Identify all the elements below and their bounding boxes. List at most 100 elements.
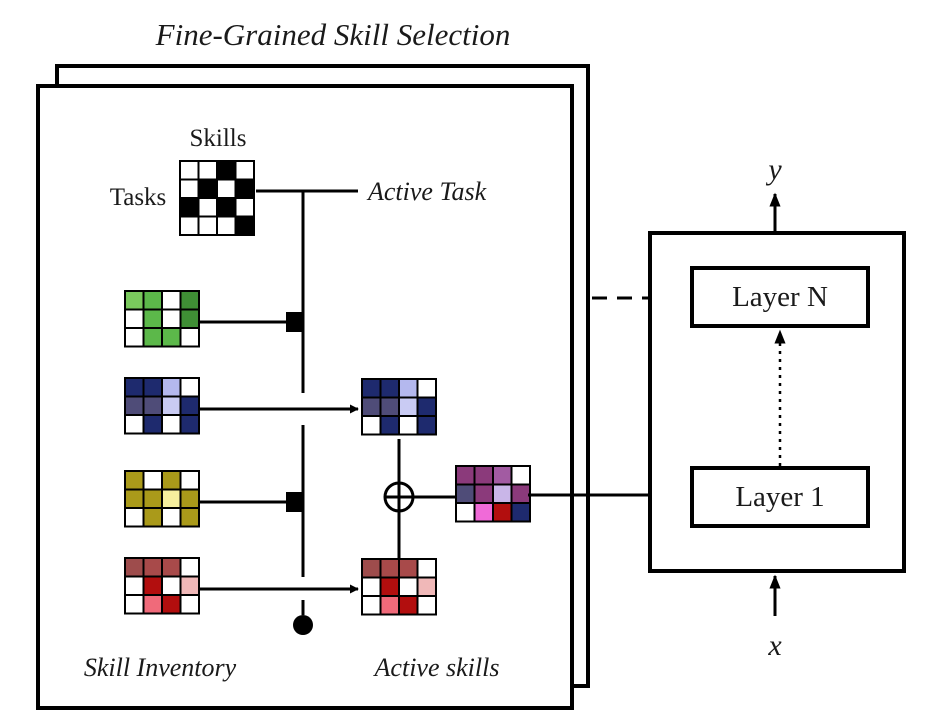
skill-olive-cell: [142, 507, 163, 528]
task-skill-matrix-cell: [216, 178, 237, 199]
active-blue-cell: [416, 378, 437, 399]
selector-end-dot: [293, 615, 313, 635]
active-red-cell: [398, 558, 419, 579]
task-skill-matrix-cell: [234, 215, 255, 236]
skill-green-cell: [161, 308, 182, 329]
combined-cell: [510, 502, 531, 523]
active-red-cell: [379, 576, 400, 597]
back-frame: [55, 64, 590, 688]
skill-olive-cell: [142, 488, 163, 509]
skill-green-cell: [124, 290, 145, 311]
task-skill-matrix-cell: [216, 215, 237, 236]
skill-green-cell: [179, 327, 200, 348]
active-red-cell: [416, 595, 437, 616]
skill-green-cell: [124, 327, 145, 348]
skill-red-cell: [179, 557, 200, 578]
combined-cell: [492, 502, 513, 523]
skill-blue-cell: [142, 395, 163, 416]
active-blue-cell: [416, 396, 437, 417]
task-skill-matrix-cell: [179, 178, 200, 199]
skill-red-cell: [124, 594, 145, 615]
skill-blue-cell: [124, 377, 145, 398]
skill-blue-cell: [124, 395, 145, 416]
skill-olive-cell: [161, 488, 182, 509]
skill-grid-olive: [124, 470, 200, 528]
skill-blue-cell: [179, 414, 200, 435]
skill-blue-cell: [161, 414, 182, 435]
active-task-label: Active Task: [366, 177, 487, 206]
skill-red-cell: [142, 557, 163, 578]
combined-cell: [473, 483, 494, 504]
skill-olive-cell: [161, 470, 182, 491]
task-skill-matrix-cell: [197, 197, 218, 218]
task-skill-matrix-cell: [234, 160, 255, 181]
skill-red-cell: [124, 575, 145, 596]
skill-blue-cell: [179, 395, 200, 416]
skill-green-cell: [161, 290, 182, 311]
layer-n-box: [690, 266, 870, 328]
skills-label: Skills: [190, 125, 247, 152]
combined-cell: [455, 502, 476, 523]
skill-green-cell: [161, 327, 182, 348]
skill-olive-cell: [124, 507, 145, 528]
skill-green-cell: [142, 308, 163, 329]
active-skills-label: Active skills: [373, 653, 500, 682]
active-blue-cell: [416, 415, 437, 436]
combined-skill-grid: [455, 465, 531, 523]
task-skill-matrix-cell: [197, 178, 218, 199]
skill-blue-cell: [124, 414, 145, 435]
skill-grid-blue: [124, 377, 200, 435]
green-skill-gate-closed: [286, 312, 304, 332]
diagram-title: Fine-Grained Skill Selection: [155, 17, 511, 52]
active-skill-grid-blue: [361, 378, 437, 436]
active-red-cell: [379, 595, 400, 616]
skill-selection-frame: [36, 84, 574, 710]
active-red-cell: [361, 595, 382, 616]
active-blue-cell: [361, 396, 382, 417]
task-skill-matrix-cell: [179, 160, 200, 181]
layer-n-label: Layer N: [732, 281, 828, 313]
combined-cell: [492, 483, 513, 504]
skill-olive-cell: [179, 507, 200, 528]
task-skill-matrix-cell: [234, 178, 255, 199]
task-skill-matrix-cell: [179, 197, 200, 218]
output-y-label: y: [765, 153, 782, 186]
skill-olive-cell: [179, 488, 200, 509]
skill-blue-cell: [142, 377, 163, 398]
active-red-cell: [398, 576, 419, 597]
skill-green-cell: [142, 290, 163, 311]
active-red-cell: [361, 558, 382, 579]
skill-green-cell: [179, 290, 200, 311]
active-blue-cell: [398, 415, 419, 436]
combined-cell: [492, 465, 513, 486]
skill-red-cell: [179, 594, 200, 615]
combined-cell: [455, 483, 476, 504]
skill-green-cell: [142, 327, 163, 348]
skill-olive-cell: [161, 507, 182, 528]
skill-olive-cell: [124, 488, 145, 509]
skill-inventory-label: Skill Inventory: [84, 653, 237, 682]
active-skill-grid-red: [361, 558, 437, 616]
skill-green-cell: [179, 308, 200, 329]
layer-1-label: Layer 1: [735, 481, 824, 513]
olive-skill-gate-closed: [286, 492, 304, 512]
skill-red-cell: [161, 575, 182, 596]
active-blue-cell: [361, 378, 382, 399]
input-x-label: x: [767, 629, 782, 662]
combined-cell: [473, 502, 494, 523]
layer-1-box: [690, 466, 870, 528]
skill-grid-red: [124, 557, 200, 615]
task-skill-matrix-cell: [234, 197, 255, 218]
active-blue-cell: [379, 396, 400, 417]
skill-blue-cell: [179, 377, 200, 398]
active-blue-cell: [379, 415, 400, 436]
combined-cell: [510, 465, 531, 486]
skill-blue-cell: [161, 377, 182, 398]
skill-olive-cell: [124, 470, 145, 491]
active-red-cell: [379, 558, 400, 579]
task-skill-matrix-cell: [179, 215, 200, 236]
task-skill-matrix-cell: [197, 215, 218, 236]
active-red-cell: [361, 576, 382, 597]
task-skill-matrix: [179, 160, 255, 236]
